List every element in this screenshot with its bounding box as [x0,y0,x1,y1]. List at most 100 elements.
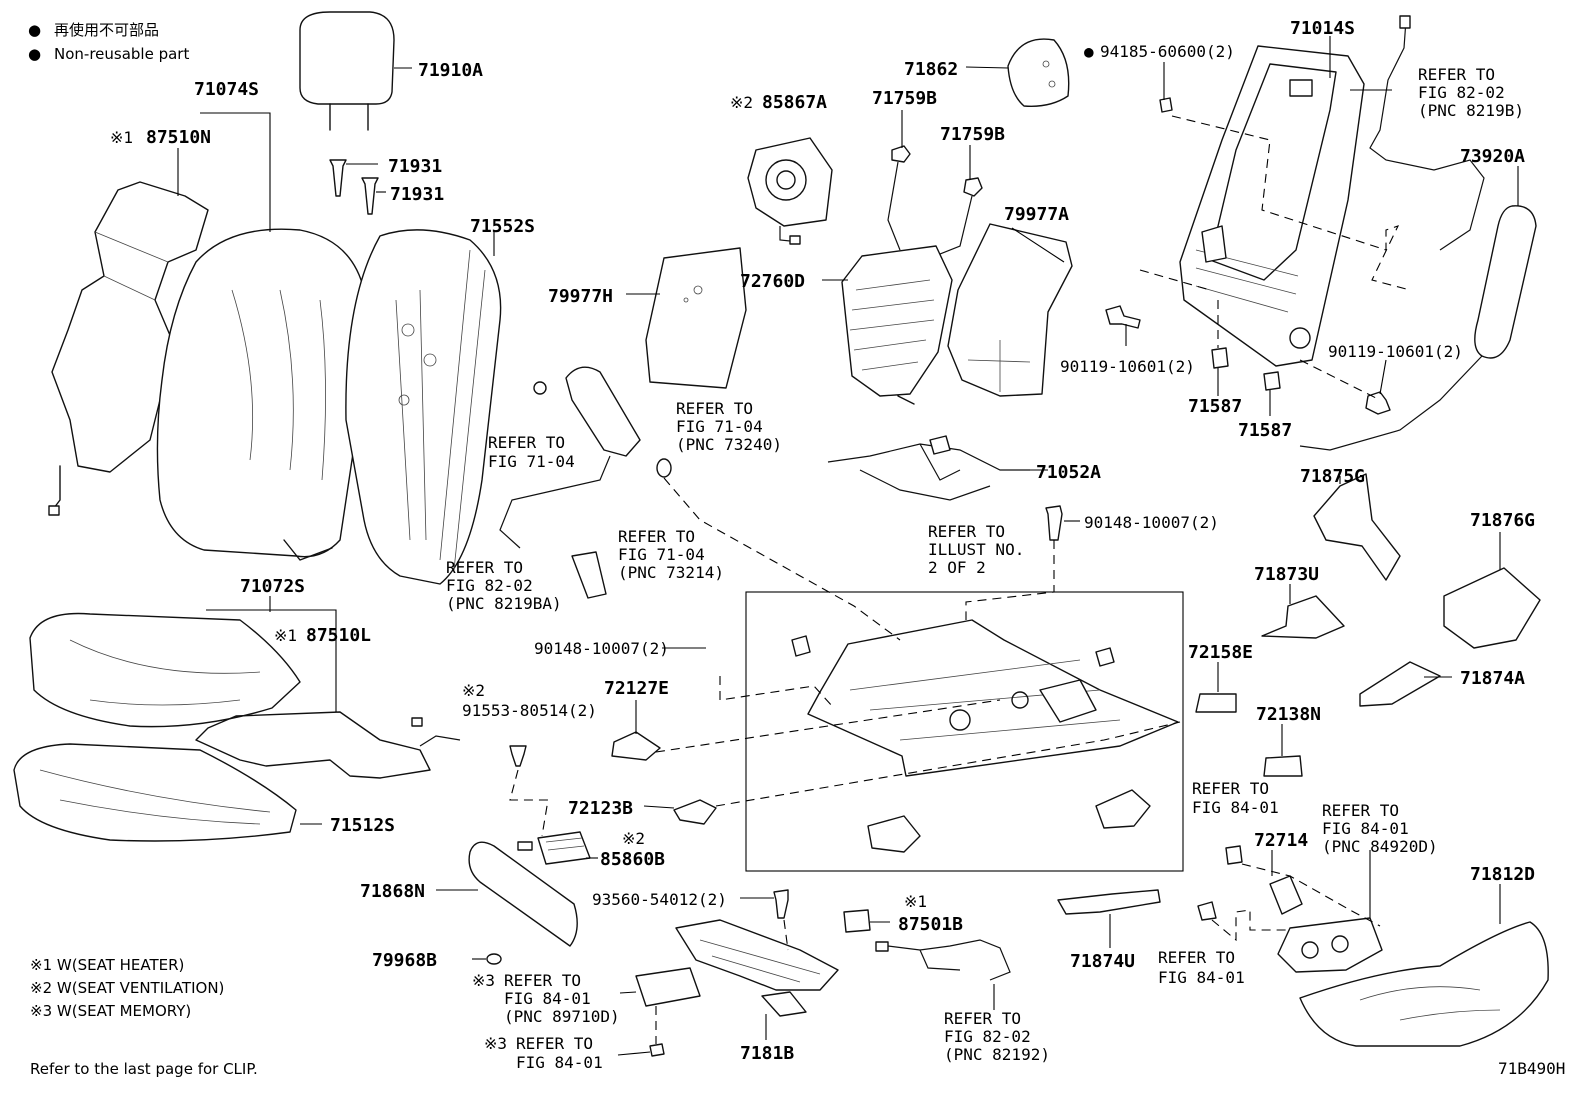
part-71587-a: 71587 [1188,396,1242,417]
clip-bottom-drawing [649,1043,665,1057]
part-73920A: 73920A [1460,146,1525,167]
seatback-cover-drawing [156,228,370,561]
refmark-3b: ※3 [484,1034,507,1053]
part-90119-a: 90119-10601(2) [1060,357,1195,376]
part-72138N: 72138N [1256,704,1321,725]
cover-71868N-drawing [468,841,578,947]
part-71072S: 71072S [240,576,305,597]
part-number-labels: 71910A 71931 71931 71074S ※1 87510N 7155… [110,18,1535,1064]
part-72158E: 72158E [1188,642,1253,663]
part-90148-a: 90148-10007(2) [1084,513,1219,532]
pad-79977A-drawing [947,223,1073,397]
cushion-cover-drawing [29,612,301,728]
airbag-73920A-drawing [1299,205,1537,451]
part-85860B: 85860B [600,849,665,870]
part-71868N: 71868N [360,881,425,902]
part-71931-b: 71931 [390,184,444,205]
part-85860B-mark: ※2 [622,829,645,848]
blower-85867A-drawing [747,137,833,245]
belt-buckle-drawing [499,366,672,599]
part-72127E: 72127E [604,678,669,699]
seatback-frame-drawing [1159,45,1365,367]
seat-track-box [745,591,1184,872]
screw-91553-drawing [509,745,527,767]
part-79968B: 79968B [372,950,437,971]
part-71587-b: 71587 [1238,420,1292,441]
leader-lines [177,36,1519,1056]
side-trim-drawings [1195,473,1541,777]
heater-mat-87510L-drawing [195,711,461,779]
screw-93560-drawing [773,889,789,919]
part-71910A: 71910A [418,60,483,81]
nut-79968B-drawing [486,953,502,965]
legend-mark-en: ● [28,45,41,63]
dashed-guide-lines [509,115,1411,1044]
legend: ● 再使用不可部品 ● Non-reusable part [28,21,189,63]
part-71074S: 71074S [194,79,259,100]
part-71759B-a: 71759B [872,88,937,109]
bolt-71931-drawings [329,159,379,215]
part-85867A-mark: ※2 [730,93,753,112]
part-71874A: 71874A [1460,668,1525,689]
part-87510L: 87510L [306,625,371,646]
bolt-90119-drawings [1105,305,1391,415]
part-87501B: 87501B [898,914,963,935]
shield-71812D-drawing [1299,921,1549,1047]
variant-notes: ※1 W(SEAT HEATER) ※2 W(SEAT VENTILATION)… [30,956,224,1020]
part-71876G: 71876G [1470,510,1535,531]
part-72714: 72714 [1254,830,1308,851]
part-91553: 91553-80514(2) [462,701,597,720]
clip-71862-drawing [1007,38,1070,107]
part-7181B: 7181B [740,1043,794,1064]
legend-mark-jp: ● [28,21,41,39]
vent-85860B-drawing [517,831,591,865]
bolt-90148-top-drawing [1045,505,1063,541]
part-71512S: 71512S [330,815,395,836]
seat-track-drawing [791,619,1179,853]
part-71875G: 71875G [1300,466,1365,487]
part-87510L-mark: ※1 [274,626,297,645]
note-seat-heater: ※1 W(SEAT HEATER) [30,956,184,974]
part-90119-b: 90119-10601(2) [1328,342,1463,361]
part-94185: 94185-60600(2) [1100,42,1235,61]
part-71873U: 71873U [1254,564,1319,585]
part-71759B-b: 71759B [940,124,1005,145]
part-71052A: 71052A [1036,462,1101,483]
part-87510N: 87510N [146,127,211,148]
heater-mat-87510N-drawing [48,181,209,516]
part-72123B: 72123B [568,798,633,819]
frame-7181B-drawing [675,919,839,1017]
bracket-72127E-drawing [611,731,661,761]
harness-8219B-drawing [1369,15,1485,251]
part-72760D: 72760D [740,271,805,292]
lumbar-72760D-drawing [841,161,973,405]
headrest-drawing [299,11,395,131]
illustration-code: 71B490H [1498,1059,1565,1078]
part-94185-mark: ● [1084,42,1094,61]
bracket-72123B-drawing [673,799,717,825]
part-79977A: 79977A [1004,204,1069,225]
legend-text-en: Non-reusable part [54,45,189,63]
part-87501B-mark: ※1 [904,892,927,911]
note-seat-ventilation: ※2 W(SEAT VENTILATION) [30,979,224,997]
part-71874U: 71874U [1070,951,1135,972]
plate-79977H-drawing [645,247,747,389]
part-71862: 71862 [904,59,958,80]
clip-note: Refer to the last page for CLIP. [30,1060,258,1078]
note-seat-memory: ※3 W(SEAT MEMORY) [30,1002,191,1020]
part-93560: 93560-54012(2) [592,890,727,909]
clip-71587-drawings [1211,347,1281,391]
harness-82192-drawing [875,939,1011,981]
ecu-drawing [635,967,701,1007]
